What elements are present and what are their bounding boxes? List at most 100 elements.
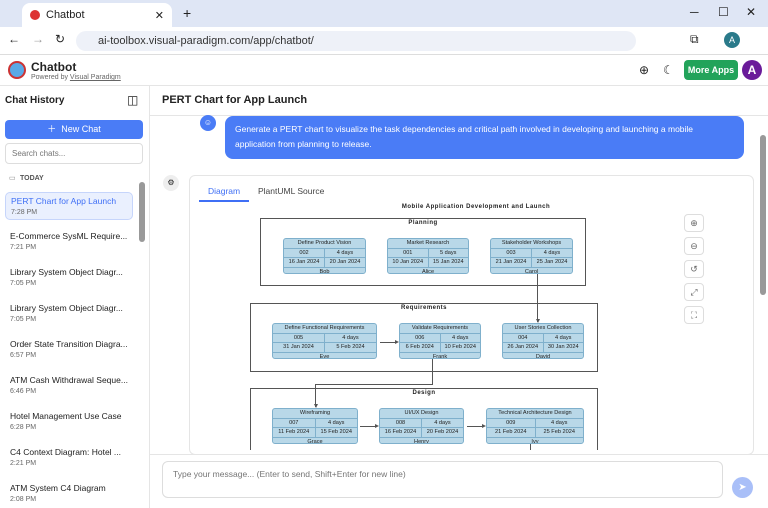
dependency-line — [380, 342, 396, 343]
new-chat-button[interactable]: ＋ New Chat — [5, 120, 143, 139]
task-end: 10 Feb 2024 — [439, 343, 481, 352]
task-end: 15 Feb 2024 — [314, 428, 358, 437]
extensions-icon[interactable]: ⧉ — [690, 32, 699, 46]
group-label: Planning — [408, 220, 438, 226]
task-start: 10 Jan 2024 — [392, 259, 424, 265]
url-field[interactable]: ai-toolbox.visual-paradigm.com/app/chatb… — [76, 31, 636, 51]
zoom-out-icon[interactable]: ⊖ — [684, 237, 704, 255]
task-id: 002 — [299, 249, 309, 256]
new-chat-label: New Chat — [61, 124, 101, 134]
task-duration: 4 days — [531, 248, 572, 257]
task-name: Define Functional Requirements — [284, 325, 365, 331]
powered-by: Powered by Visual Paradigm — [31, 74, 121, 81]
chat-title: ATM Cash Withdrawal Seque... — [10, 375, 128, 385]
fit-icon[interactable]: ⤢ — [684, 283, 704, 301]
task-owner: Ivy — [531, 438, 539, 444]
bot-icon: ⚙ — [163, 175, 179, 191]
task-start: 16 Feb 2024 — [384, 429, 417, 435]
task-end: 5 Feb 2024 — [324, 343, 376, 352]
dark-mode-icon[interactable]: ☾ — [663, 63, 674, 77]
calendar-icon: ▭ — [9, 175, 16, 182]
task-end: 25 Feb 2024 — [534, 428, 584, 437]
zoom-in-icon[interactable]: ⊕ — [684, 214, 704, 232]
search-chats-input[interactable] — [5, 143, 143, 164]
main-scrollbar[interactable] — [760, 135, 766, 295]
task-duration: 4 days — [542, 333, 584, 342]
close-tab-icon[interactable]: ✕ — [154, 9, 164, 22]
task-id: 008 — [395, 419, 406, 426]
minimize-icon[interactable]: ─ — [690, 5, 699, 19]
task-id: 006 — [415, 334, 425, 341]
close-window-icon[interactable]: ✕ — [746, 5, 757, 19]
task-duration: 4 days — [314, 418, 358, 427]
task-owner: Henry — [414, 438, 429, 444]
task-start: 6 Feb 2024 — [405, 344, 434, 350]
chat-time: 6:57 PM — [10, 352, 37, 359]
task-owner: Carol — [524, 268, 539, 274]
task-name: Market Research — [406, 240, 450, 246]
task-name: Validate Requirements — [411, 325, 469, 331]
chat-history-item[interactable]: ATM Cash Withdrawal Seque... 6:46 PM — [5, 372, 133, 398]
chat-time: 6:46 PM — [10, 388, 37, 395]
chat-time: 6:28 PM — [10, 424, 37, 431]
tab-title: Chatbot — [46, 9, 85, 21]
app-header: Chatbot Powered by Visual Paradigm ⊕ ☾ M… — [0, 56, 768, 86]
user-avatar[interactable]: A — [742, 60, 762, 80]
fullscreen-icon[interactable]: ⛶ — [684, 306, 704, 324]
reload-icon[interactable]: ↻ — [55, 32, 66, 46]
task-owner: David — [535, 353, 551, 359]
chat-time: 2:08 PM — [10, 496, 37, 503]
chat-time: 7:28 PM — [11, 209, 38, 216]
new-tab-icon[interactable]: + — [183, 5, 192, 21]
chat-history-item[interactable]: C4 Context Diagram: Hotel ...2:21 PM — [5, 444, 133, 470]
group-today: TODAY — [20, 175, 44, 182]
globe-icon[interactable]: ⊕ — [639, 63, 650, 77]
favicon-icon — [30, 10, 40, 20]
send-button[interactable]: ➤ — [732, 477, 753, 498]
task-id: 001 — [403, 249, 413, 256]
chat-history-item[interactable]: Order State Transition Diagra...6:57 PM — [5, 336, 133, 362]
profile-avatar[interactable]: A — [724, 32, 740, 48]
tab-diagram[interactable]: Diagram — [199, 186, 250, 202]
chat-time: 7:05 PM — [10, 316, 37, 323]
task-start: 31 Jan 2024 — [283, 344, 314, 350]
chat-history-item[interactable]: ATM System C4 Diagram 2:08 PM — [5, 480, 133, 506]
maximize-icon[interactable]: ☐ — [718, 5, 729, 19]
group-label: Requirements — [400, 305, 447, 311]
sidebar: Chat History ◫ ＋ New Chat ▭ TODAY PERT C… — [0, 86, 150, 508]
forward-icon[interactable]: → — [32, 32, 44, 46]
chat-title: ATM System C4 Diagram — [10, 483, 106, 493]
task-owner: Frank — [432, 353, 448, 359]
back-icon[interactable]: ← — [8, 32, 20, 46]
dependency-line — [530, 444, 531, 450]
collapse-sidebar-icon[interactable]: ◫ — [127, 93, 139, 107]
sidebar-scrollbar[interactable] — [139, 182, 145, 242]
main-panel: PERT Chart for App Launch — [150, 86, 768, 508]
chat-history-item[interactable]: E-Commerce SysML Require...7:21 PM — [5, 228, 133, 254]
user-icon: ☺ — [200, 115, 216, 131]
task-name: UI/UX Design — [404, 410, 439, 416]
visual-paradigm-link[interactable]: Visual Paradigm — [69, 74, 121, 81]
browser-tab-bar: Chatbot ✕ + ─ ☐ ✕ — [0, 0, 768, 27]
browser-tab[interactable]: Chatbot ✕ — [22, 3, 172, 27]
more-apps-button[interactable]: More Apps — [684, 60, 738, 80]
chat-history-item[interactable]: PERT Chart for App Launch 7:28 PM — [5, 192, 133, 220]
task-end: 20 Jan 2024 — [324, 258, 365, 267]
chat-history-item[interactable]: Library System Object Diagr...7:05 PM — [5, 300, 133, 326]
chat-title: PERT Chart for App Launch — [11, 196, 117, 206]
task-start: 21 Feb 2024 — [495, 429, 527, 435]
message-input[interactable] — [162, 461, 723, 498]
tab-plantuml-source[interactable]: PlantUML Source — [258, 186, 325, 196]
chat-history-item[interactable]: Library System Object Diagr...7:05 PM — [5, 264, 133, 290]
reset-icon[interactable]: ↺ — [684, 260, 704, 278]
